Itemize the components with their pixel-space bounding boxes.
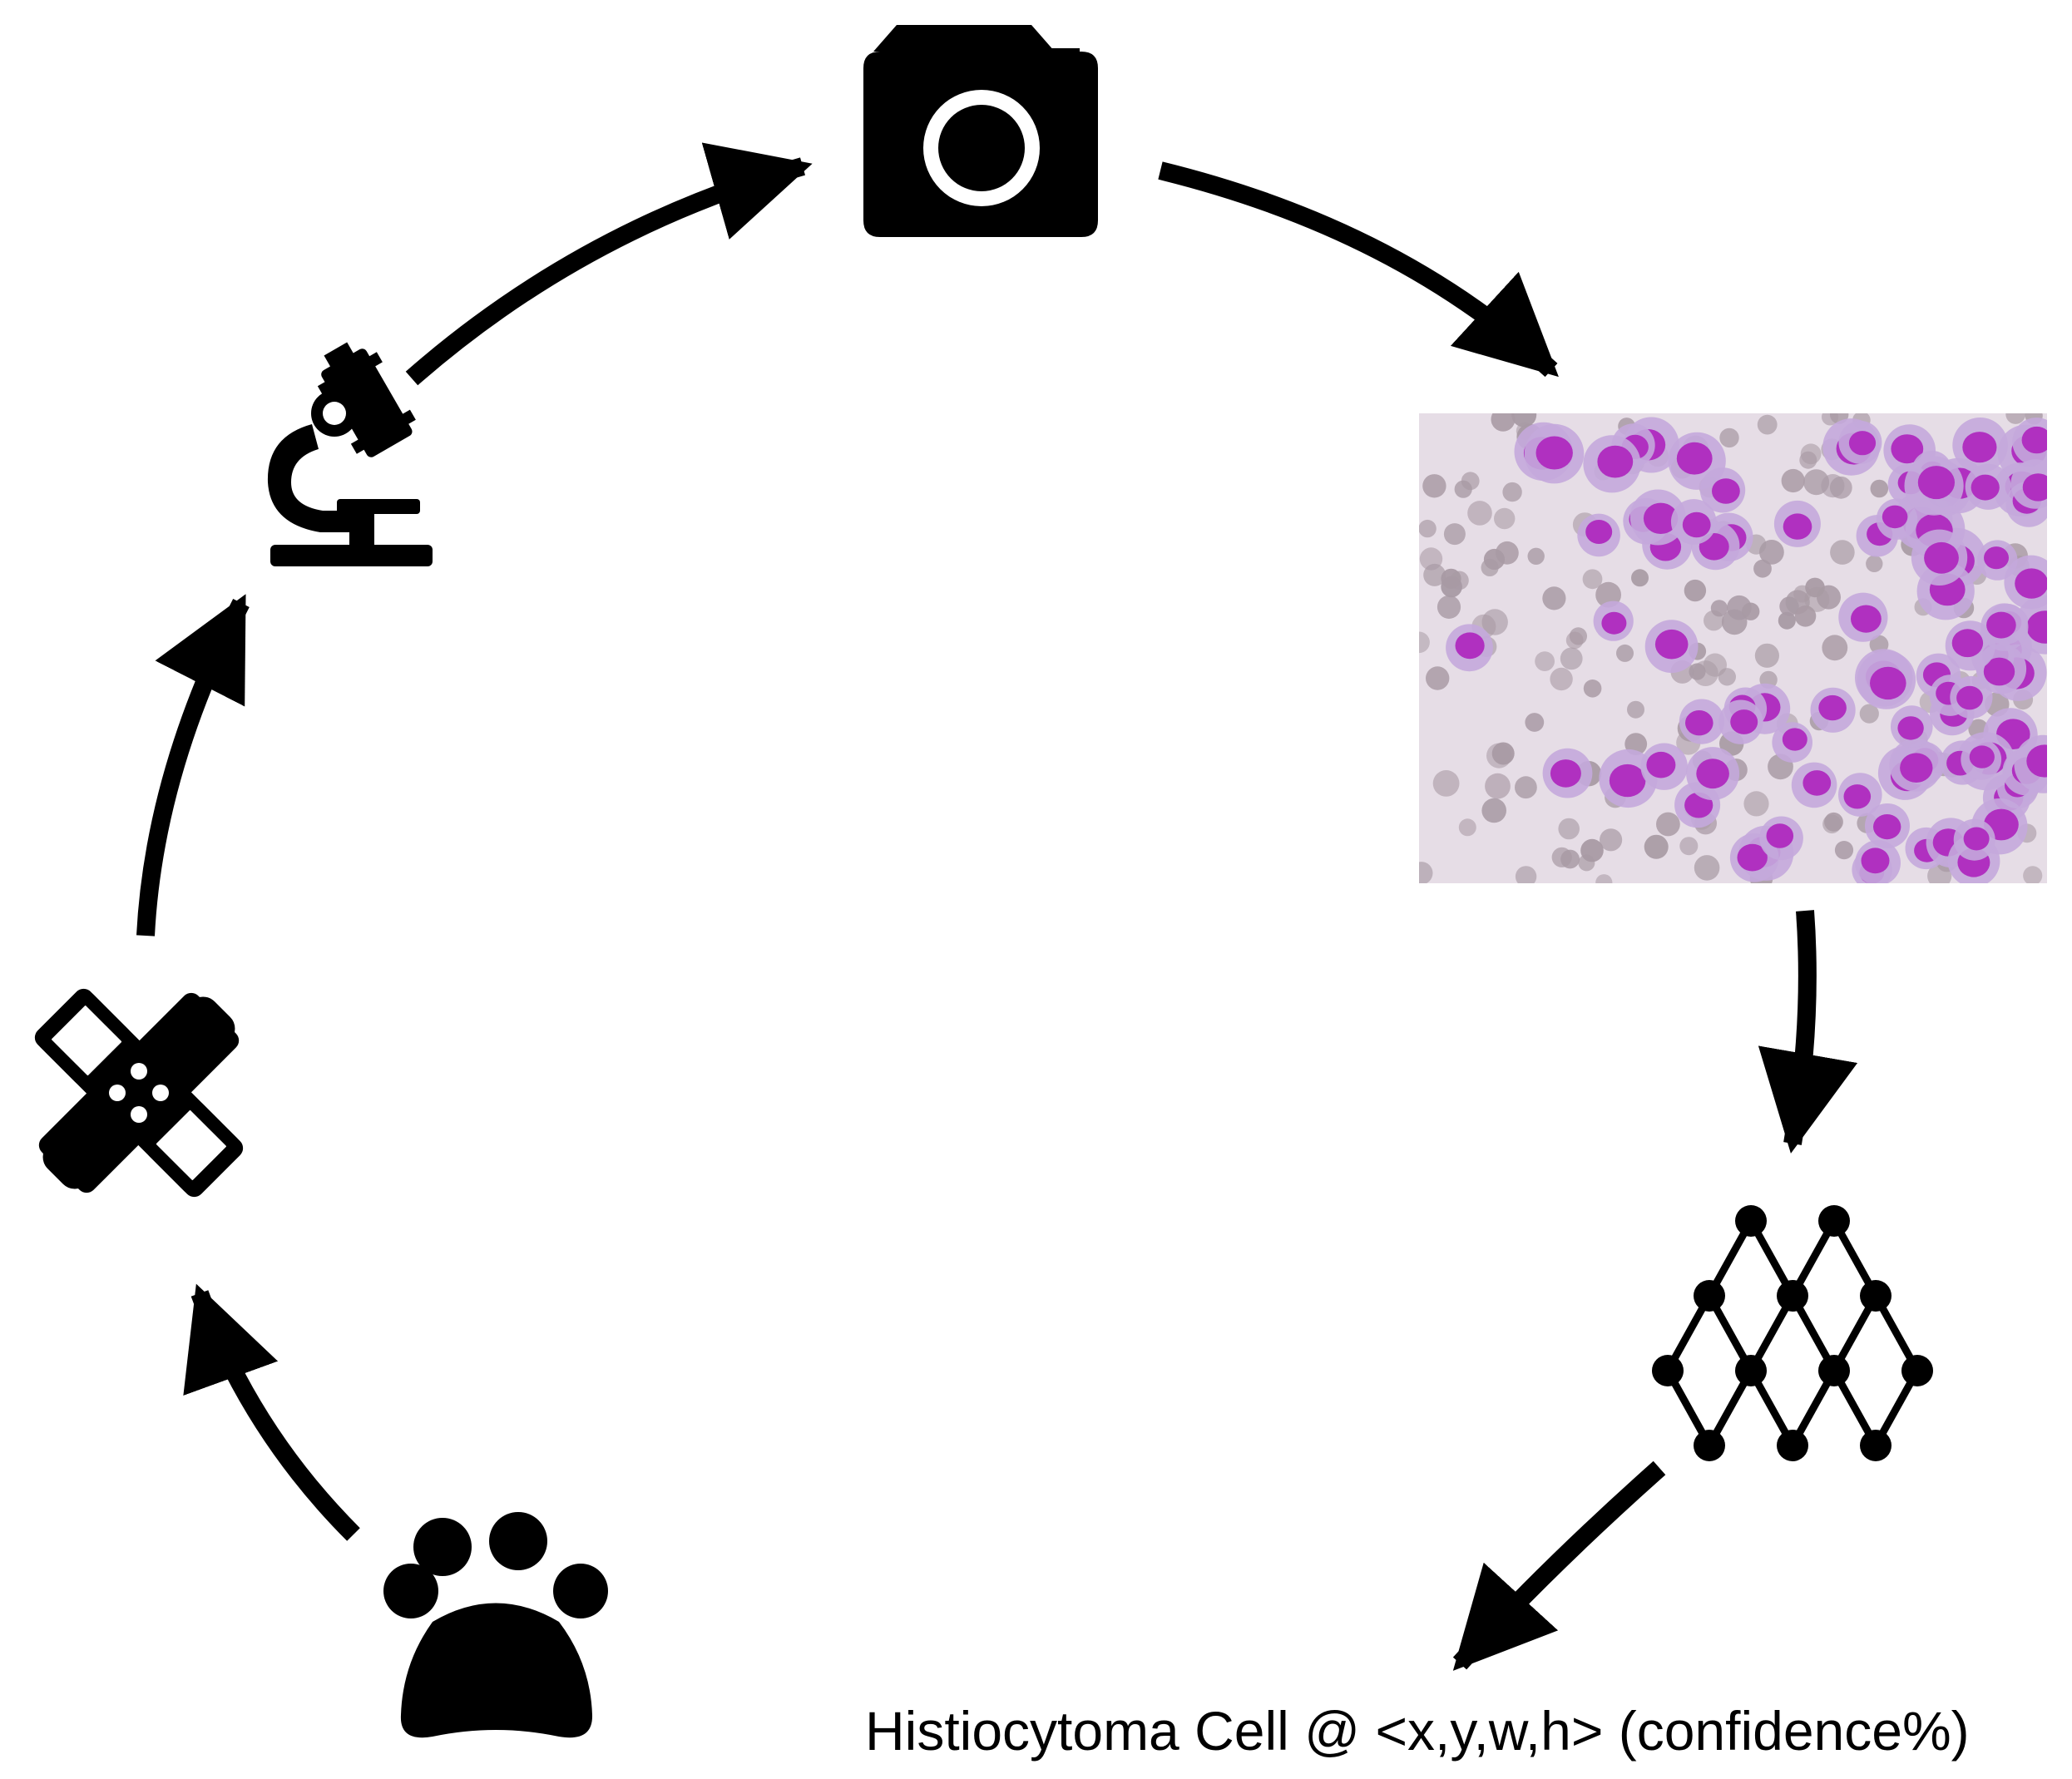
output-label: Histiocytoma Cell @ <x,y,w,h> (confidenc… bbox=[865, 1700, 1970, 1762]
arrow-network-to-output bbox=[1452, 1460, 1666, 1671]
arrow-camera-to-micrograph bbox=[1158, 161, 1559, 378]
neural-network-icon bbox=[1652, 1205, 1933, 1461]
arrow-bandage-to-microscope bbox=[136, 594, 250, 936]
arrow-microscope-to-camera bbox=[405, 142, 813, 386]
arrow-micrograph-to-network bbox=[1758, 910, 1858, 1154]
paw-icon bbox=[383, 1512, 608, 1738]
cytology-micrograph bbox=[1419, 413, 2047, 883]
camera-icon bbox=[863, 25, 1098, 237]
cycle-arrows bbox=[136, 142, 1858, 1671]
bandage-icon bbox=[34, 988, 244, 1198]
arrow-paw-to-bandage bbox=[183, 1283, 360, 1541]
microscope-icon bbox=[267, 342, 433, 566]
